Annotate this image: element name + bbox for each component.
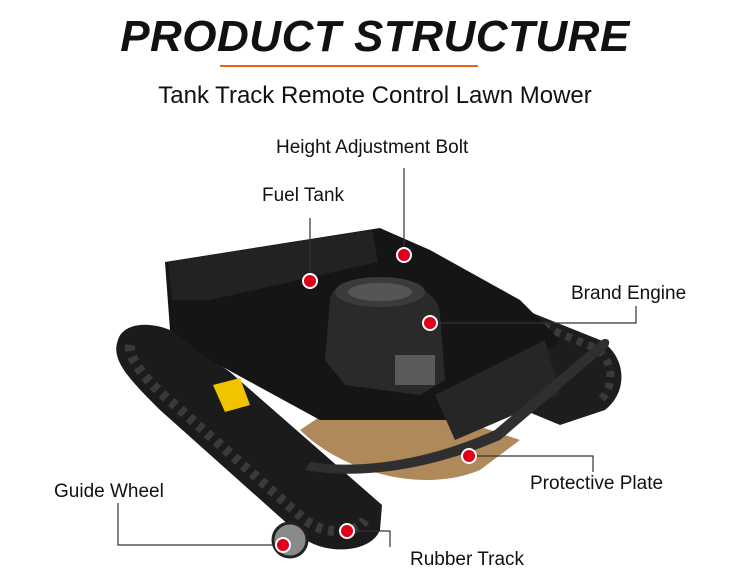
marker-height-adjustment-bolt	[396, 247, 412, 263]
callout-markers	[275, 247, 477, 553]
label-brand-engine: Brand Engine	[571, 283, 687, 304]
label-guide-wheel: Guide Wheel	[54, 481, 164, 502]
page-subtitle: Tank Track Remote Control Lawn Mower	[158, 82, 592, 109]
label-protective-plate: Protective Plate	[530, 473, 664, 494]
title-underline	[220, 65, 478, 67]
label-height-adjustment-bolt: Height Adjustment Bolt	[276, 137, 469, 158]
left-rubber-track	[116, 324, 382, 550]
page-title: PRODUCT STRUCTURE	[120, 12, 630, 61]
label-fuel-tank: Fuel Tank	[262, 185, 345, 206]
marker-rubber-track	[339, 523, 355, 539]
yellow-tag	[213, 378, 250, 412]
front-plate	[435, 340, 560, 440]
engine-block	[325, 277, 445, 395]
bumper-bar	[305, 339, 610, 474]
label-rubber-track: Rubber Track	[410, 549, 525, 570]
marker-guide-wheel	[275, 537, 291, 553]
marker-brand-engine	[422, 315, 438, 331]
leader-lines	[117, 168, 637, 547]
marker-protective-plate	[461, 448, 477, 464]
marker-fuel-tank	[302, 273, 318, 289]
fuel-tank-box	[168, 230, 378, 300]
